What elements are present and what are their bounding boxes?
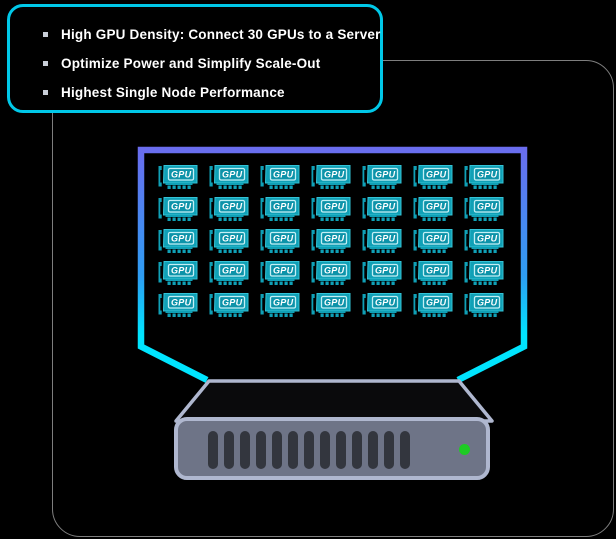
svg-text:GPU: GPU — [324, 202, 345, 212]
svg-text:GPU: GPU — [426, 202, 447, 212]
svg-text:GPU: GPU — [375, 266, 396, 276]
vent-slot — [288, 431, 298, 469]
gpu-card-icon: GPU — [412, 164, 453, 191]
svg-text:GPU: GPU — [426, 170, 447, 180]
gpu-card-icon: GPU — [361, 228, 402, 255]
gpu-card-icon: GPU — [412, 292, 453, 319]
svg-text:GPU: GPU — [171, 202, 192, 212]
gpu-card-icon: GPU — [208, 292, 249, 319]
gpu-card-icon: GPU — [208, 164, 249, 191]
vent-slot — [336, 431, 346, 469]
feature-text: Highest Single Node Performance — [61, 85, 285, 100]
svg-text:GPU: GPU — [375, 234, 396, 244]
gpu-card-icon: GPU — [208, 228, 249, 255]
svg-text:GPU: GPU — [171, 170, 192, 180]
gpu-card-icon: GPU — [412, 228, 453, 255]
svg-text:GPU: GPU — [426, 298, 447, 308]
svg-text:GPU: GPU — [477, 298, 498, 308]
feature-text: High GPU Density: Connect 30 GPUs to a S… — [61, 27, 381, 42]
gpu-card-icon: GPU — [310, 260, 351, 287]
feature-item: Highest Single Node Performance — [43, 78, 370, 107]
feature-text: Optimize Power and Simplify Scale-Out — [61, 56, 320, 71]
gpu-card-icon: GPU — [463, 164, 504, 191]
feature-list: High GPU Density: Connect 30 GPUs to a S… — [43, 20, 370, 107]
svg-text:GPU: GPU — [477, 234, 498, 244]
svg-text:GPU: GPU — [375, 202, 396, 212]
svg-text:GPU: GPU — [171, 266, 192, 276]
vent-slot — [256, 431, 266, 469]
svg-text:GPU: GPU — [426, 266, 447, 276]
svg-text:GPU: GPU — [375, 170, 396, 180]
gpu-card-icon: GPU — [310, 164, 351, 191]
gpu-card-icon: GPU — [310, 228, 351, 255]
svg-text:GPU: GPU — [477, 266, 498, 276]
gpu-card-icon: GPU — [310, 292, 351, 319]
svg-text:GPU: GPU — [324, 298, 345, 308]
svg-text:GPU: GPU — [426, 234, 447, 244]
gpu-card-icon: GPU — [157, 292, 198, 319]
server-power-led — [459, 444, 470, 455]
gpu-grid: GPU GPU GPU — [157, 164, 504, 319]
svg-text:GPU: GPU — [324, 234, 345, 244]
svg-text:GPU: GPU — [375, 298, 396, 308]
svg-text:GPU: GPU — [477, 202, 498, 212]
svg-text:GPU: GPU — [273, 298, 294, 308]
gpu-card-icon: GPU — [259, 196, 300, 223]
svg-text:GPU: GPU — [273, 266, 294, 276]
gpu-card-icon: GPU — [463, 292, 504, 319]
vent-slot — [240, 431, 250, 469]
gpu-card-icon: GPU — [208, 196, 249, 223]
vent-slot — [384, 431, 394, 469]
vent-slot — [400, 431, 410, 469]
svg-text:GPU: GPU — [171, 298, 192, 308]
feature-item: High GPU Density: Connect 30 GPUs to a S… — [43, 20, 370, 49]
gpu-card-icon: GPU — [157, 164, 198, 191]
bullet-square-icon — [43, 90, 48, 95]
vent-slot — [224, 431, 234, 469]
gpu-card-icon: GPU — [412, 196, 453, 223]
gpu-card-icon: GPU — [412, 260, 453, 287]
gpu-card-icon: GPU — [157, 228, 198, 255]
gpu-card-icon: GPU — [259, 260, 300, 287]
gpu-card-icon: GPU — [157, 196, 198, 223]
svg-text:GPU: GPU — [222, 266, 243, 276]
vent-slot — [352, 431, 362, 469]
gpu-card-icon: GPU — [463, 196, 504, 223]
gpu-card-icon: GPU — [310, 196, 351, 223]
vent-slot — [208, 431, 218, 469]
vent-slot — [368, 431, 378, 469]
gpu-card-icon: GPU — [208, 260, 249, 287]
gpu-card-icon: GPU — [361, 196, 402, 223]
bullet-square-icon — [43, 32, 48, 37]
gpu-card-icon: GPU — [157, 260, 198, 287]
svg-text:GPU: GPU — [324, 266, 345, 276]
svg-text:GPU: GPU — [324, 170, 345, 180]
svg-text:GPU: GPU — [273, 234, 294, 244]
vent-slot — [320, 431, 330, 469]
svg-text:GPU: GPU — [222, 170, 243, 180]
svg-text:GPU: GPU — [222, 298, 243, 308]
gpu-card-icon: GPU — [463, 228, 504, 255]
gpu-card-icon: GPU — [361, 164, 402, 191]
server-front-panel — [174, 417, 490, 480]
feature-item: Optimize Power and Simplify Scale-Out — [43, 49, 370, 78]
svg-text:GPU: GPU — [222, 202, 243, 212]
vent-slot — [272, 431, 282, 469]
svg-text:GPU: GPU — [273, 202, 294, 212]
gpu-card-icon: GPU — [361, 292, 402, 319]
gpu-card-icon: GPU — [259, 164, 300, 191]
svg-text:GPU: GPU — [171, 234, 192, 244]
gpu-card-icon: GPU — [463, 260, 504, 287]
feature-callout: High GPU Density: Connect 30 GPUs to a S… — [7, 4, 383, 113]
svg-text:GPU: GPU — [222, 234, 243, 244]
vent-slot — [304, 431, 314, 469]
gpu-card-icon: GPU — [361, 260, 402, 287]
svg-text:GPU: GPU — [273, 170, 294, 180]
svg-text:GPU: GPU — [477, 170, 498, 180]
bullet-square-icon — [43, 61, 48, 66]
server-vents — [208, 431, 410, 469]
gpu-card-icon: GPU — [259, 292, 300, 319]
gpu-card-icon: GPU — [259, 228, 300, 255]
